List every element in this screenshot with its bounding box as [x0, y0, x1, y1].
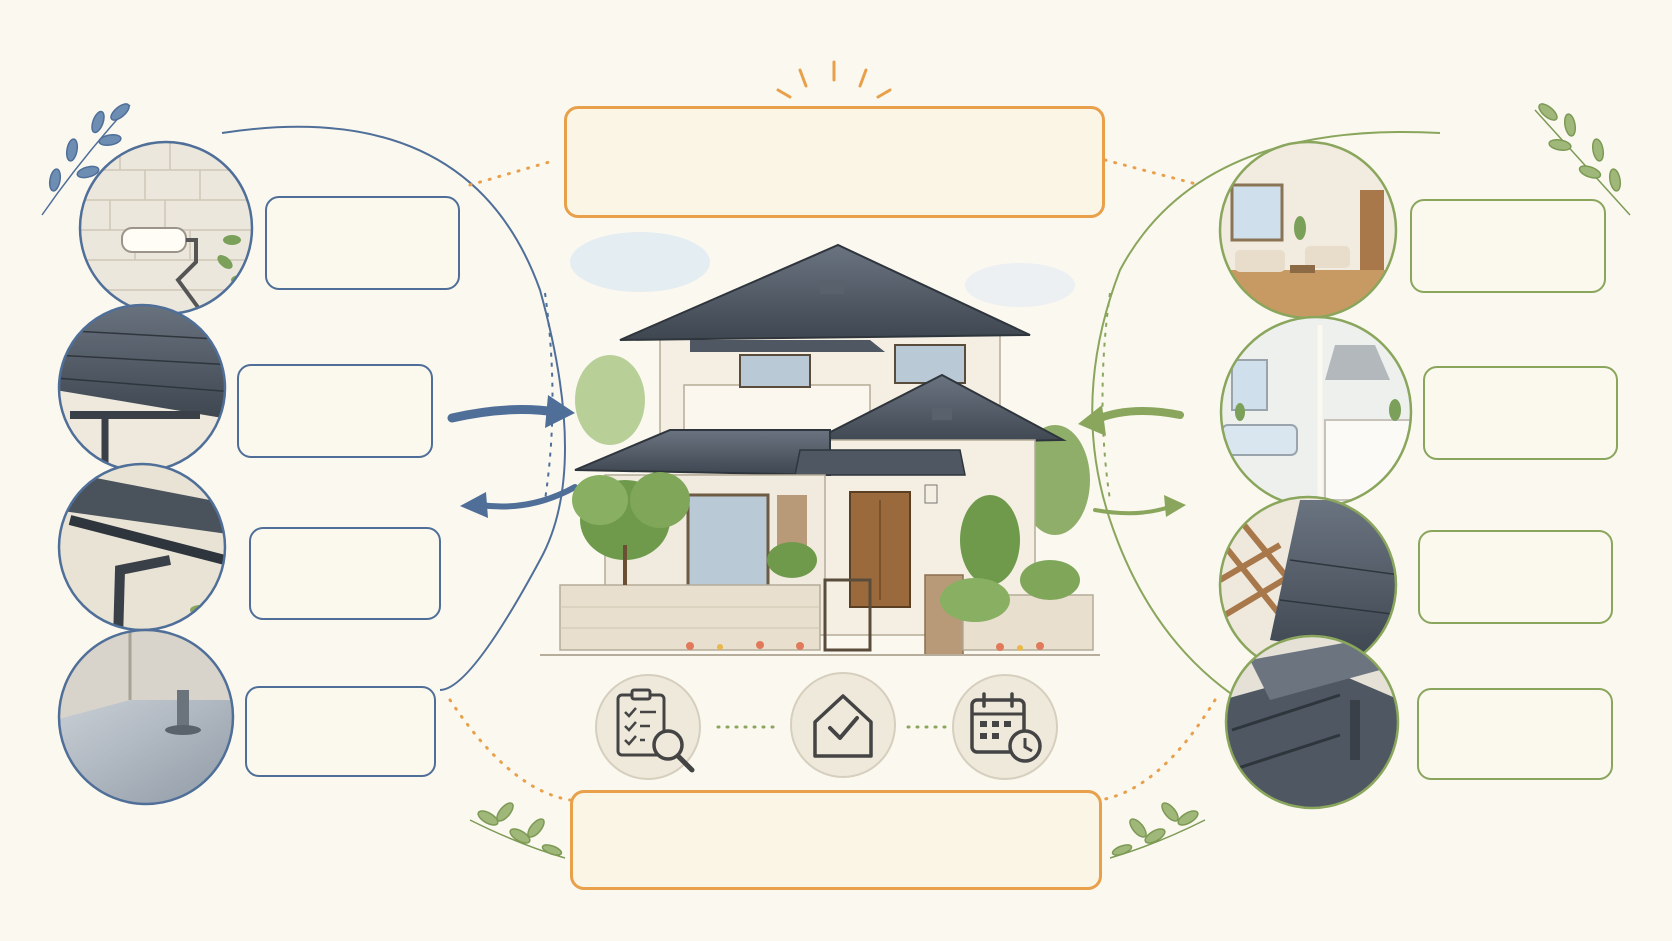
blue-arrow-right-icon [447, 395, 575, 428]
green-leaf-sprig-top-right-icon [1534, 103, 1631, 216]
left-label-box-3 [249, 527, 441, 620]
wall-painting-roller-icon [78, 140, 254, 316]
footer-box [570, 790, 1102, 890]
bathroom-kitchen-icon [1219, 315, 1413, 509]
right-connector-dash [1101, 292, 1111, 501]
living-room-interior-icon [1218, 140, 1398, 320]
bottom-right-dots [1098, 698, 1217, 802]
header-box [564, 106, 1105, 218]
right-label-box-4 [1417, 688, 1613, 780]
green-leaf-sprig-bottom-left-icon [469, 802, 566, 859]
bottom-left-dots [448, 698, 572, 802]
green-arrow-right-icon [1093, 495, 1186, 517]
right-label-box-1 [1410, 199, 1606, 293]
right-connector-arc [1091, 131, 1441, 701]
left-label-box-4 [245, 686, 436, 777]
left-connector-arc [221, 125, 566, 691]
blue-arrow-left-icon [460, 484, 578, 518]
waterproof-floor-drain-icon [57, 628, 235, 806]
right-label-box-3 [1418, 530, 1613, 624]
left-connector-dash [544, 292, 554, 501]
tiled-roof-icon [57, 303, 227, 473]
schedule-calendar-icon [952, 674, 1058, 780]
left-label-box-2 [237, 364, 433, 458]
green-arrow-left-icon [1078, 405, 1184, 436]
sunburst-icon [776, 60, 892, 99]
right-label-box-2 [1423, 366, 1618, 460]
left-label-box-1 [265, 196, 460, 290]
blue-leaf-sprig-icon [41, 103, 131, 216]
inspection-checklist-icon [595, 674, 701, 780]
top-right-dots [1103, 158, 1202, 187]
top-left-dots [468, 158, 558, 187]
house-check-icon [790, 672, 896, 778]
metal-roof-flashing-icon [1224, 634, 1400, 810]
rain-gutter-icon [57, 462, 227, 632]
two-story-house-illustration [540, 232, 1100, 656]
green-leaf-sprig-bottom-right-icon [1109, 802, 1206, 859]
